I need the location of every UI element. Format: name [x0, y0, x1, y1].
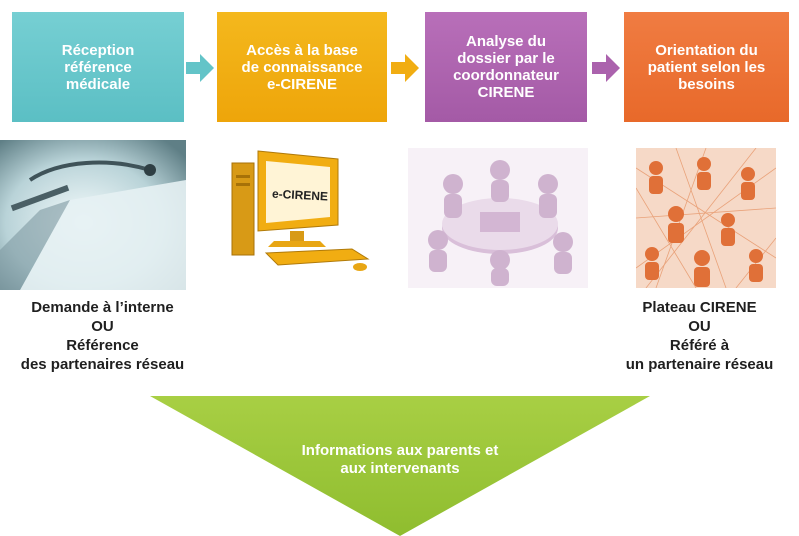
step-reception-label: Réception référence médicale: [61, 41, 135, 93]
step-analyse: Analyse du dossier par le coordonnateur …: [425, 12, 587, 122]
medical-desk-image: [0, 140, 186, 290]
caption-demande: Demande à l’interne OU Référence des par…: [20, 299, 185, 373]
info-triangle: [150, 396, 650, 536]
step-orientation-label: Orientation du patient selon les besoins: [647, 41, 766, 93]
step-reception: Réception référence médicale: [12, 12, 184, 122]
computer-image: e-CIRENE: [231, 150, 370, 271]
step-acces-base: Accès à la base de connaissance e-CIRENE: [217, 12, 387, 122]
meeting-image: [408, 148, 588, 288]
step-acces-base-label: Accès à la base de connaissance e-CIRENE: [241, 41, 363, 93]
computer-screen-label: e-CIRENE: [272, 187, 329, 204]
caption-plateau: Plateau CIRENE OU Référé à un partenaire…: [625, 299, 774, 373]
arrow-right-icon: [592, 54, 620, 82]
step-analyse-label: Analyse du dossier par le coordonnateur …: [453, 33, 559, 101]
info-label: Informations aux parents et aux interven…: [301, 442, 499, 477]
network-image: [636, 148, 776, 288]
arrow-right-icon: [186, 54, 214, 82]
arrow-right-icon: [391, 54, 419, 82]
step-orientation: Orientation du patient selon les besoins: [624, 12, 789, 122]
